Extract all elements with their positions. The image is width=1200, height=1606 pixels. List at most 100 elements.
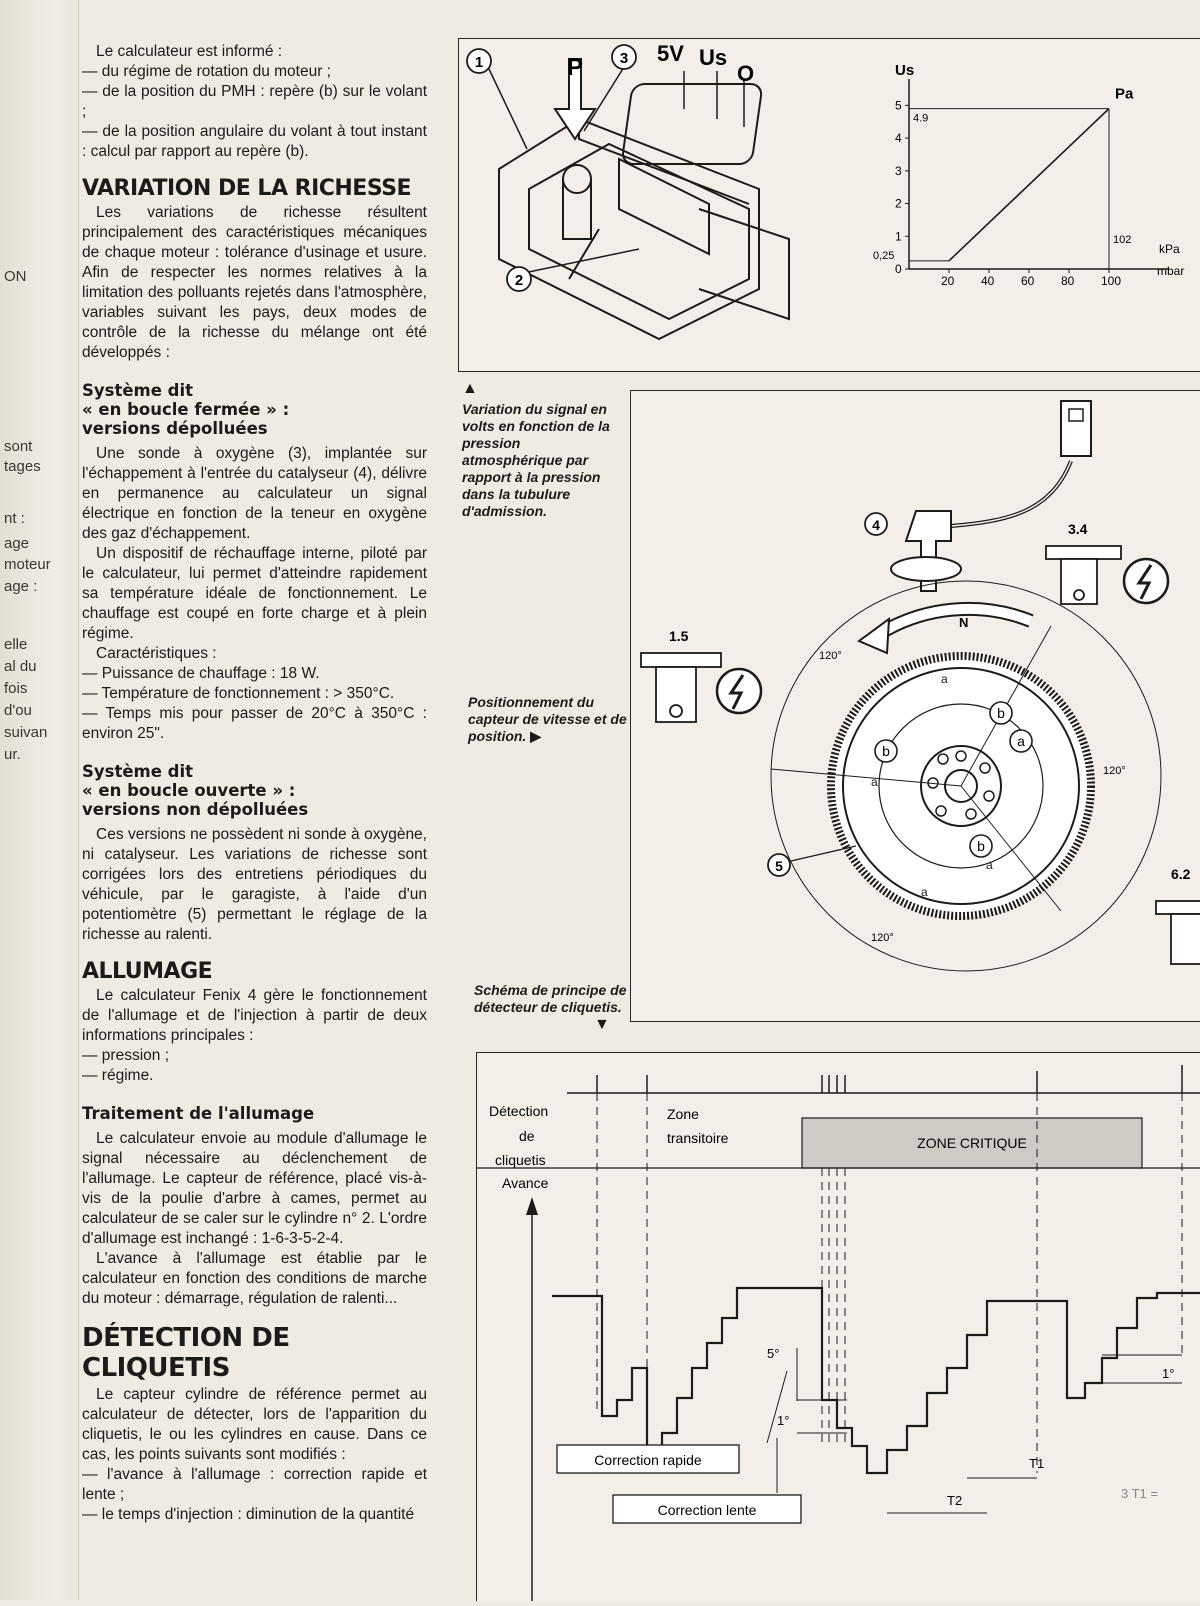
section-title-allumage: ALLUMAGE — [82, 959, 213, 984]
subsection-title-line: « en boucle fermée » : — [82, 400, 290, 419]
marker-b: b — [977, 838, 985, 854]
chart-x-tick-label: 20 — [941, 274, 955, 288]
cylinder-icon — [640, 652, 722, 723]
angle-label: 120° — [1103, 765, 1126, 777]
subsection-title-line: « en boucle ouverte » : — [82, 781, 296, 800]
cylinder-icon — [1045, 545, 1122, 605]
caption-capteur: Positionnement du capteur de vitesse et … — [468, 694, 628, 745]
caption-cliquetis-text: Schéma de principe de détecteur de cliqu… — [474, 982, 627, 1015]
section-title-richesse: VARIATION DE LA RICHESSE — [82, 176, 412, 201]
label-a: a — [941, 672, 948, 686]
lightning-icon — [728, 674, 745, 710]
carac-item: — Température de fonctionnement : > 350°… — [82, 685, 395, 702]
knock-timing-diagram: ZONE CRITIQUE Détection de cliquetis Zon… — [477, 1065, 1200, 1601]
chart-y-tick-label: 1 — [895, 229, 902, 243]
label-a: a — [986, 858, 993, 872]
cylinder-label-34: 3.4 — [1068, 521, 1088, 537]
chart-xlabel: mbar — [1157, 264, 1184, 278]
correction-lente-box — [612, 1494, 802, 1524]
marker-2: 2 — [515, 272, 523, 289]
section-title-cliquetis: DÉTECTION DE CLIQUETIS — [82, 1323, 290, 1383]
gutter-text: d'ou — [4, 702, 32, 719]
subsection-title-boucle-fermee: Système dit « en boucle fermée » : versi… — [82, 381, 427, 438]
spark-icon — [1122, 557, 1170, 605]
text-column: Le calculateur est informé : — du régime… — [82, 42, 427, 1525]
rotation-arrow-icon — [856, 616, 891, 655]
cylinder-label-15: 1.5 — [669, 628, 689, 644]
subsection-title-traitement: Traitement de l'allumage — [82, 1104, 315, 1123]
cliquetis-item: — l'avance à l'allumage : correction rap… — [82, 1466, 427, 1503]
label-1-degree-right: 1° — [1162, 1366, 1174, 1381]
traitement-p1: Le calculateur envoie au module d'alluma… — [82, 1130, 427, 1247]
marker-5: 5 — [775, 858, 783, 874]
chart-y-tick-label: 5 — [895, 98, 902, 112]
intro-item: — de la position du PMH : repère (b) sur… — [82, 83, 427, 120]
label-a: a — [921, 885, 928, 899]
marker-a: a — [1017, 733, 1025, 749]
allumage-item: — régime. — [82, 1067, 154, 1084]
chart-series-line — [948, 108, 1110, 262]
subsection-title-line: Système dit — [82, 381, 194, 400]
marker-circle — [466, 48, 492, 74]
gutter-text: suivan — [4, 724, 48, 741]
previous-page-edge: ON sont tages nt : age moteur age : elle… — [0, 0, 79, 1600]
label-zone-transitoire: Zone — [667, 1106, 699, 1122]
intro-item: — de la position angulaire du volant à t… — [82, 123, 427, 160]
marker-1: 1 — [475, 54, 483, 71]
chart-y-tick-label: 4 — [895, 131, 902, 145]
caption-arrow-up-icon: ▲ — [462, 380, 478, 397]
cylinder-label-62: 6.2 — [1171, 866, 1191, 882]
gutter-text: al du — [4, 658, 37, 675]
chart-x-tick-label: 100 — [1101, 274, 1121, 288]
marker-b: b — [997, 705, 1005, 721]
label-1-degree: 1° — [777, 1413, 789, 1428]
label-t1: T1 — [1029, 1456, 1044, 1471]
label-t2: T2 — [947, 1493, 962, 1508]
label-detection: Détection — [489, 1103, 548, 1119]
subsection-title-boucle-ouverte: Système dit « en boucle ouverte » : vers… — [82, 762, 427, 819]
chart-ylabel: Us — [895, 62, 914, 79]
correction-lente-label: Correction lente — [658, 1502, 757, 1518]
caption-capteur-text: Positionnement du capteur de vitesse et … — [468, 694, 627, 744]
label-5-degrees: 5° — [767, 1346, 779, 1361]
label-a: a — [871, 775, 878, 789]
gutter-text: nt : — [4, 510, 25, 527]
cylinder-icon — [1155, 900, 1200, 965]
gutter-text: elle — [4, 636, 28, 653]
boucle-fermee-p1: Une sonde à oxygène (3), implantée sur l… — [82, 445, 427, 542]
caption-signal-text: Variation du signal en volts en fonction… — [462, 401, 610, 519]
carac-item: — Puissance de chauffage : 18 W. — [82, 665, 320, 682]
label-detection: cliquetis — [495, 1152, 546, 1168]
gutter-text: fois — [4, 680, 28, 697]
chart-x-tick-label: 60 — [1021, 274, 1035, 288]
traitement-p2: L'avance à l'allumage est établie par le… — [82, 1250, 427, 1307]
label-5v: 5V — [657, 41, 684, 66]
marker-circle — [611, 44, 637, 70]
chart-x-tick-label: 80 — [1061, 274, 1075, 288]
angle-label: 120° — [871, 932, 894, 944]
caption-signal: ▲ Variation du signal en volts en foncti… — [462, 380, 622, 520]
spark-icon — [715, 667, 763, 715]
angle-label: 120° — [819, 650, 842, 662]
label-3t1: 3 T1 = — [1121, 1486, 1158, 1501]
marker-b: b — [882, 743, 890, 759]
allumage-p1: Le calculateur Fenix 4 gère le fonctionn… — [82, 987, 427, 1044]
flywheel-drawing: 4 N b b b — [640, 400, 1200, 972]
gutter-text: ur. — [4, 746, 21, 763]
intro-lead: Le calculateur est informé : — [96, 43, 283, 60]
chart-y-tick-label: 3 — [895, 164, 902, 178]
marker-4: 4 — [872, 517, 880, 533]
gutter-text: age : — [4, 578, 38, 595]
carac-item: — Temps mis pour passer de 20°C à 350°C … — [82, 705, 427, 742]
cliquetis-item: — le temps d'injection : diminution de l… — [82, 1506, 415, 1523]
gutter-text: moteur — [4, 556, 51, 573]
gutter-text: tages — [4, 458, 41, 475]
chart-annotation-102: 102 — [1113, 234, 1131, 246]
allumage-item: — pression ; — [82, 1047, 170, 1064]
chart-y-tick-label: 0 — [895, 262, 902, 276]
zone-critique-label: ZONE CRITIQUE — [917, 1135, 1027, 1151]
caption-cliquetis: Schéma de principe de détecteur de cliqu… — [474, 982, 634, 1033]
chart-annotation-ytop: 4.9 — [913, 113, 928, 125]
pressure-arrow-icon — [553, 58, 597, 141]
